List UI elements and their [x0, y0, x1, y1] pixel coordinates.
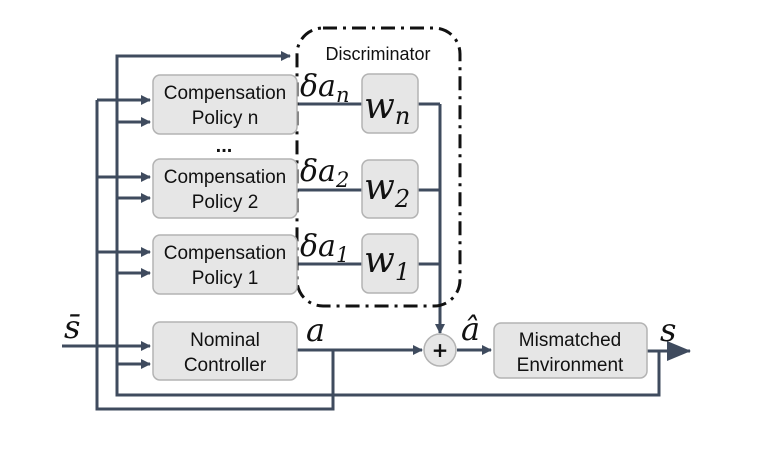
- weight-n-label: wn: [364, 86, 410, 130]
- delta-a-n-label: δan: [300, 69, 349, 107]
- policy-n-rect: [152, 74, 298, 135]
- nominal-controller-rect: [152, 321, 298, 381]
- weight-box-1: w1: [361, 233, 419, 294]
- summation-circle: [423, 333, 457, 367]
- nominal-controller-line2: Controller: [184, 355, 267, 376]
- ellipsis: ...: [216, 135, 233, 157]
- policy-1-line1: Compensation: [164, 243, 287, 264]
- nominal-action-label: a: [306, 311, 325, 349]
- policy-1-rect: [152, 234, 298, 295]
- input-s-bar-label: s̄: [64, 308, 80, 346]
- policy-box-2: Compensation Policy 2: [152, 158, 298, 219]
- policy-2-line2: Policy 2: [192, 192, 259, 213]
- environment-line1: Mismatched: [519, 330, 621, 351]
- policy-1-line2: Policy 1: [192, 268, 259, 289]
- weight-box-n: wn: [361, 73, 419, 134]
- weight-box-2: w2: [361, 159, 419, 219]
- policy-n-line2: Policy n: [192, 108, 259, 129]
- weight-2-label: w2: [364, 167, 410, 213]
- weight-1-rect: [361, 233, 419, 294]
- nominal-controller-box: Nominal Controller: [152, 321, 298, 381]
- connection-lines: [62, 51, 691, 411]
- policy-box-1: Compensation Policy 1: [152, 234, 298, 295]
- state-s-label: s: [660, 311, 676, 349]
- weight-1-label: w1: [364, 240, 410, 286]
- policy-2-rect: [152, 158, 298, 219]
- nominal-controller-line1: Nominal: [190, 330, 260, 351]
- environment-box: Mismatched Environment: [493, 322, 648, 379]
- policy-n-line1: Compensation: [164, 83, 287, 104]
- environment-line2: Environment: [517, 355, 624, 376]
- state-feedback-line: [115, 51, 661, 397]
- policy-2-line1: Compensation: [164, 167, 287, 188]
- summed-action-label: â: [461, 310, 480, 348]
- policy-box-n: Compensation Policy n: [152, 74, 298, 135]
- action-feedback-line: [95, 346, 335, 411]
- delta-a-1-label: δa1: [300, 229, 349, 267]
- weight-2-rect: [361, 159, 419, 219]
- plus-icon: +: [432, 338, 449, 362]
- delta-a-2-label: δa2: [300, 154, 349, 192]
- summation-node: +: [423, 333, 457, 367]
- discriminator-title: Discriminator: [325, 44, 430, 64]
- discriminator-frame: [295, 26, 462, 308]
- weight-n-rect: [361, 73, 419, 134]
- environment-rect: [493, 322, 648, 379]
